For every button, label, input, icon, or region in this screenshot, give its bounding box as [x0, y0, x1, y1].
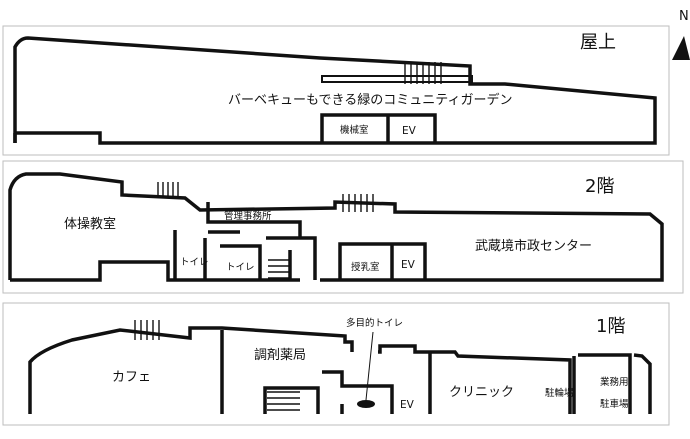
- roof-machine-room-walls: [320, 113, 437, 143]
- roof-floor-label: 屋上: [580, 32, 616, 53]
- first-floor-frame: [2, 302, 670, 426]
- second-floor-nursing-ev-walls: [338, 242, 427, 280]
- second-floor-stairs-small: [268, 259, 290, 279]
- nursing-room-label: 授乳室: [351, 262, 380, 273]
- bike-parking-label: 駐輪場: [545, 388, 574, 399]
- roof-frame: [2, 25, 670, 156]
- first-floor-stairs-bottom: [267, 391, 300, 411]
- toilet-room-label-1: トイレ: [180, 257, 209, 268]
- first-floor-label: 1階: [596, 316, 626, 337]
- toilet-room-label-2: トイレ: [226, 262, 255, 273]
- compass-label: N: [679, 9, 689, 24]
- accessible-toilet-label: 多目的トイレ: [346, 318, 404, 329]
- cafe-label: カフェ: [112, 370, 152, 385]
- second-floor-office-walls: [173, 202, 317, 280]
- roof-ev-label: EV: [402, 125, 416, 137]
- roof-stair-landing: [321, 75, 473, 83]
- north-arrow-icon: [672, 36, 690, 60]
- first-floor-core-walls: [263, 352, 432, 414]
- pharmacy-label: 調剤薬局: [254, 348, 307, 363]
- roof-outline: [13, 36, 657, 145]
- roof-machine-room-label: 機械室: [340, 125, 369, 136]
- business-parking-label-1: 業務用: [600, 377, 629, 388]
- second-floor-stairs-left: [157, 182, 179, 198]
- second-floor-frame: [2, 160, 684, 294]
- second-floor-ev-label: EV: [401, 259, 415, 271]
- office-room-label: 管理事務所: [224, 211, 272, 222]
- roof-stairs: [404, 62, 442, 84]
- toilet-leader-line: [365, 331, 374, 401]
- second-floor-stairs-center: [342, 194, 374, 212]
- first-floor-outline: [28, 326, 652, 414]
- business-parking-label-2: 駐車場: [600, 399, 629, 410]
- roof-garden-label: バーベキューもできる緑のコミュニティガーデン: [228, 93, 513, 108]
- first-floor-ev-label: EV: [400, 399, 414, 411]
- second-floor-outline: [8, 172, 664, 282]
- first-floor-stairs-top: [134, 320, 160, 340]
- gym-room-label: 体操教室: [64, 217, 117, 232]
- city-office-label: 武蔵境市政センター: [475, 239, 593, 254]
- toilet-fixture-icon: [357, 400, 375, 408]
- clinic-label: クリニック: [449, 385, 515, 400]
- second-floor-label: 2階: [585, 176, 615, 197]
